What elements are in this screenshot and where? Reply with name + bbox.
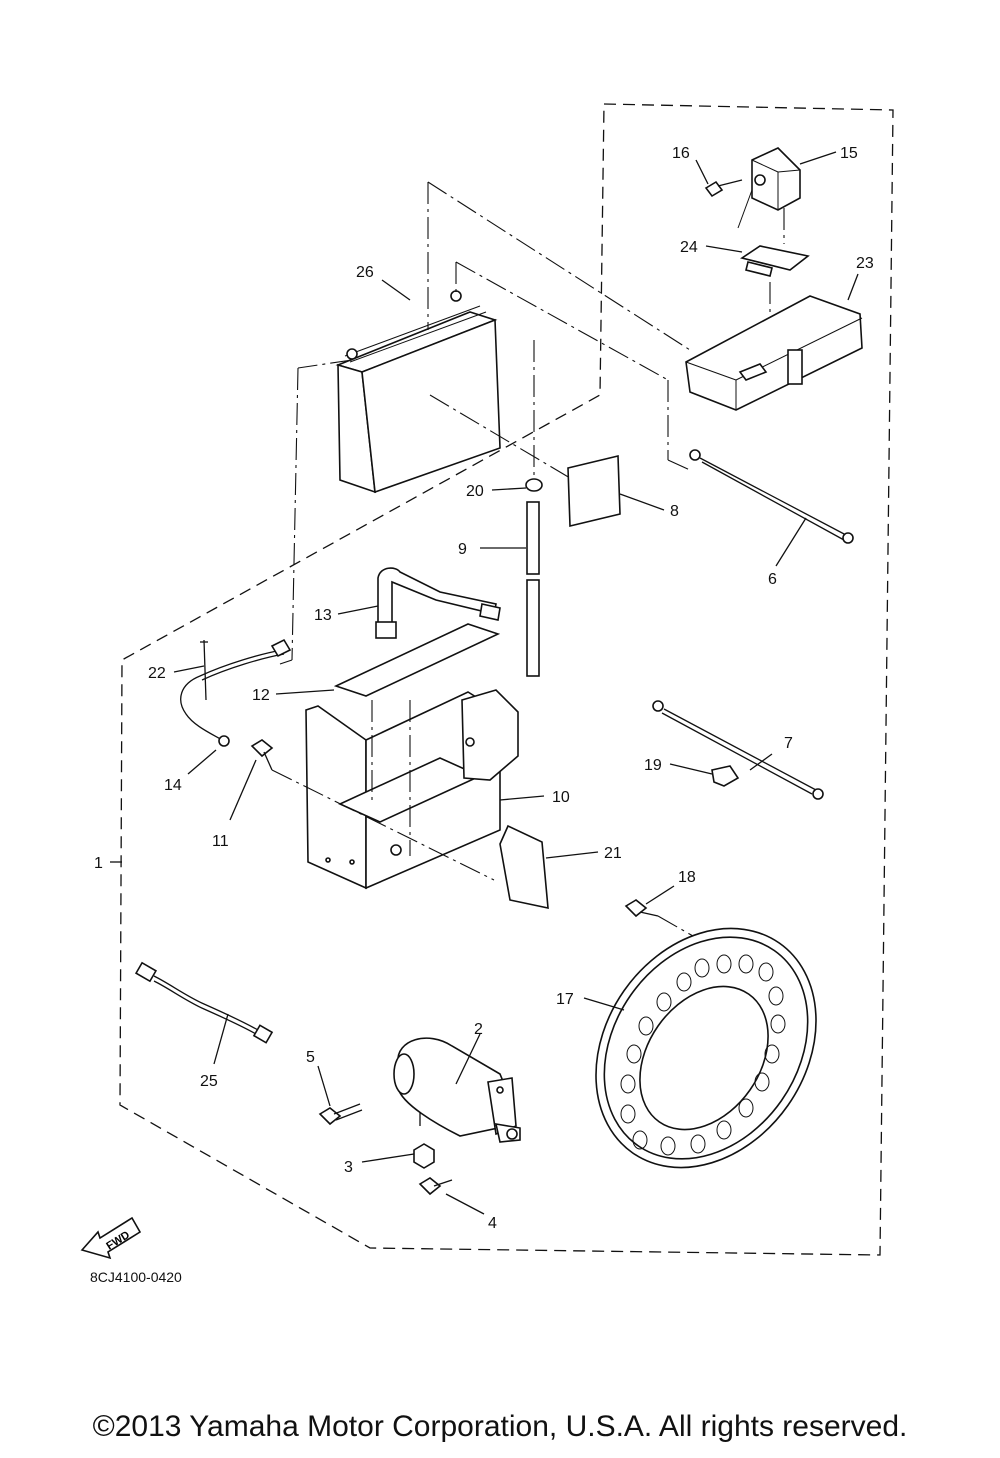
label-24: 24 xyxy=(680,239,698,256)
label-13: 13 xyxy=(314,607,332,624)
battery-box-cover-part xyxy=(499,824,549,910)
flange-bolt-part xyxy=(250,739,495,881)
label-7: 7 xyxy=(784,735,793,752)
label-23: 23 xyxy=(856,255,874,272)
starter-bolt-short-part xyxy=(418,1177,453,1196)
sub-lead-part xyxy=(134,961,274,1044)
label-12: 12 xyxy=(252,687,270,704)
drawing-number: 8CJ4100-0420 xyxy=(90,1269,182,1285)
battery-cover-part xyxy=(685,295,863,411)
relay-bolt-part xyxy=(704,179,743,198)
label-25: 25 xyxy=(200,1073,218,1090)
battery-holder-part xyxy=(333,623,501,697)
battery-band-part xyxy=(375,567,501,639)
ground-lead-part xyxy=(180,638,292,747)
label-21: 21 xyxy=(604,845,622,862)
damper-part xyxy=(525,478,543,492)
nut-part xyxy=(413,1143,435,1169)
label-2: 2 xyxy=(474,1021,483,1038)
label-16: 16 xyxy=(672,145,690,162)
label-19: 19 xyxy=(644,757,662,774)
label-14: 14 xyxy=(164,777,182,794)
relay-holder-part xyxy=(740,208,810,354)
starter-relay-part xyxy=(737,147,801,229)
battery-lead-part xyxy=(689,449,854,544)
label-4: 4 xyxy=(488,1215,497,1232)
sprocket-bolt-part xyxy=(624,899,701,941)
battery-part xyxy=(279,181,691,665)
label-22: 22 xyxy=(148,665,166,682)
leader-lines xyxy=(110,151,859,1215)
label-20: 20 xyxy=(466,483,484,500)
copyright-notice: ©2013 Yamaha Motor Corporation, U.S.A. A… xyxy=(92,1410,908,1443)
starter-motor-part xyxy=(393,1037,521,1143)
battery-box-part xyxy=(305,689,519,890)
assembly-boundary xyxy=(119,103,894,1256)
label-17: 17 xyxy=(556,991,574,1008)
label-26: 26 xyxy=(356,264,374,281)
label-9: 9 xyxy=(458,541,467,558)
part-number-labels: 26 16 15 24 23 20 8 9 6 13 22 12 7 19 14… xyxy=(94,145,874,1232)
breather-hose-part xyxy=(526,340,540,677)
label-8: 8 xyxy=(670,503,679,520)
label-5: 5 xyxy=(306,1049,315,1066)
starter-gear-rotor-part xyxy=(595,927,817,1169)
label-6: 6 xyxy=(768,571,777,588)
label-1: 1 xyxy=(94,855,103,872)
starter-lead-part xyxy=(652,700,824,800)
label-15: 15 xyxy=(840,145,858,162)
label-18: 18 xyxy=(678,869,696,886)
label-10: 10 xyxy=(552,789,570,806)
label-11: 11 xyxy=(212,833,229,850)
cable-band-part xyxy=(200,639,208,701)
forward-arrow-icon: FWD xyxy=(80,1216,142,1260)
label-3: 3 xyxy=(344,1159,353,1176)
battery-plate-part xyxy=(567,454,621,528)
starter-bolt-long-part xyxy=(318,1103,363,1126)
wire-clamp-part xyxy=(711,765,740,787)
